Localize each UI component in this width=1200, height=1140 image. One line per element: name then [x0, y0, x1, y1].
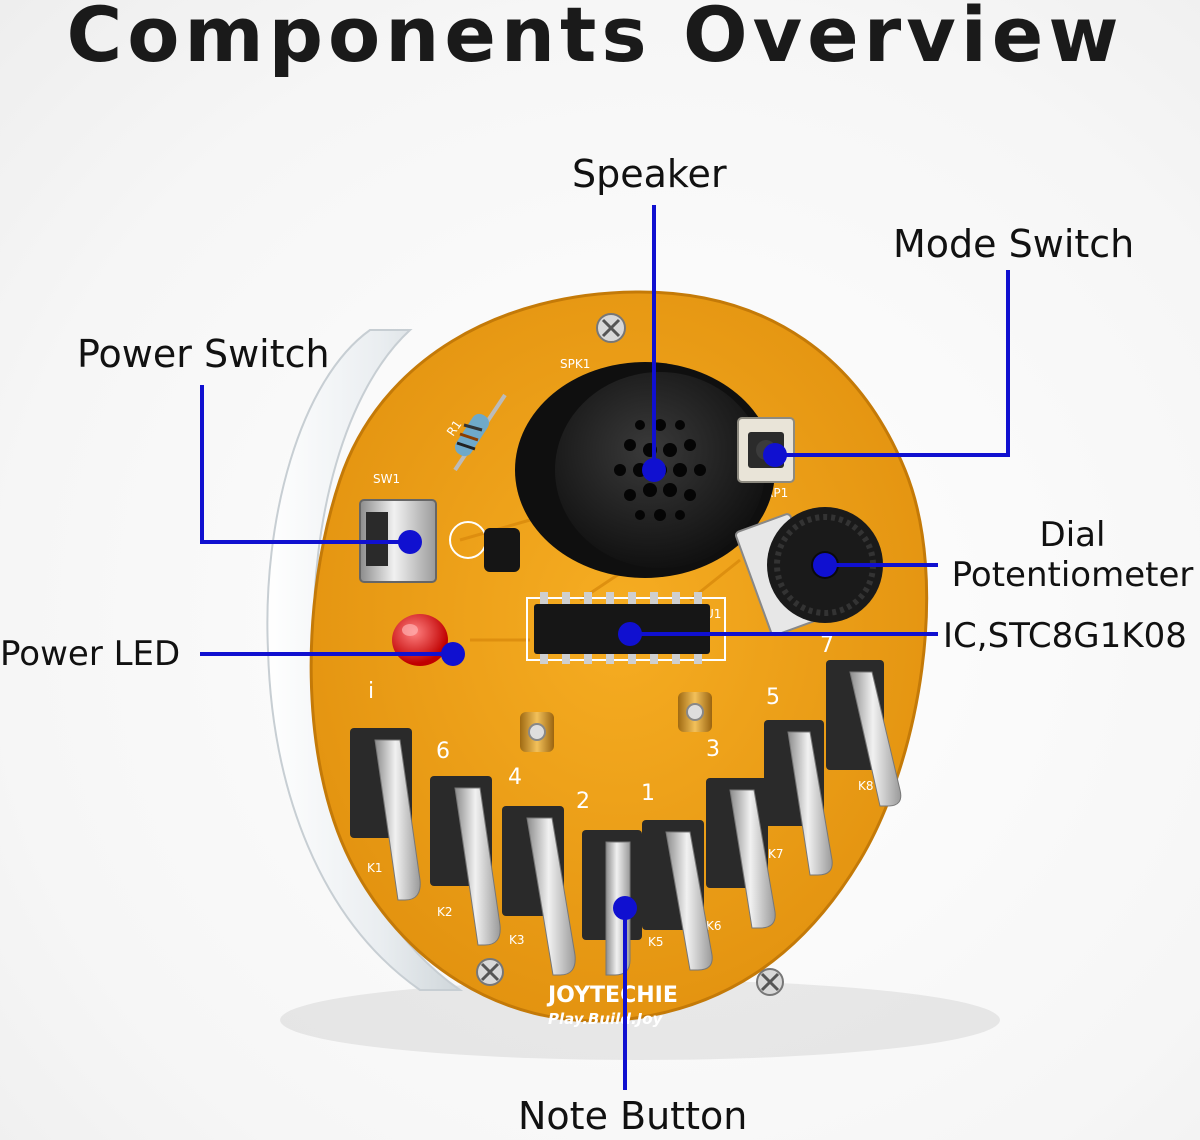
acrylic-plate [266, 329, 464, 991]
ic-pointer-dot [618, 622, 642, 646]
pcb-slogan: Play.Build.Joy [548, 1010, 664, 1028]
mode-switch-label: Mode Switch [893, 222, 1135, 266]
silk-key: K3 [509, 933, 525, 947]
note-digit: 6 [436, 739, 450, 764]
note-digit: 5 [766, 685, 780, 710]
power-switch-pointer-dot [398, 530, 422, 554]
silk-key: K6 [706, 919, 722, 933]
silk-key: K1 [367, 861, 383, 875]
screw-icon [756, 968, 784, 996]
note-button [642, 820, 713, 971]
note-digit: 3 [706, 737, 720, 762]
speaker-label: Speaker [572, 152, 727, 196]
brass-standoff [678, 692, 712, 732]
silk-sw1: SW1 [373, 472, 400, 486]
note-button [350, 728, 421, 901]
transistor-component [449, 521, 520, 572]
note-digit: i [368, 679, 374, 704]
mode-switch-pointer-line [775, 270, 1010, 457]
power-switch-label: Power Switch [77, 332, 330, 376]
dial-label-line2: Potentiometer [951, 555, 1194, 595]
brass-standoff [520, 712, 554, 752]
silk-key: K7 [768, 847, 784, 861]
note-button [826, 660, 902, 807]
callout-dots [398, 443, 837, 920]
callout-pointers [200, 205, 1010, 1090]
screw-icon [596, 313, 626, 343]
silk-key: K2 [437, 905, 453, 919]
note-button [706, 778, 776, 929]
power-led-pointer-dot [441, 642, 465, 666]
power-led-component [392, 614, 448, 666]
speaker-pointer-dot [642, 458, 666, 482]
ic-label: IC,STC8G1K08 [943, 616, 1187, 656]
power-switch-pointer-line [200, 385, 410, 544]
pcb-brand: JOYTECHIE [546, 983, 678, 1008]
note-button-label: Note Button [518, 1094, 748, 1138]
note-button [764, 720, 833, 876]
dial-potentiometer-label: Dial Potentiometer [950, 515, 1195, 595]
note-digit: 4 [508, 765, 522, 790]
note-digit: 7 [820, 633, 834, 658]
silk-key: K8 [858, 779, 874, 793]
power-led-label: Power LED [0, 634, 181, 674]
mode-switch-pointer-dot [763, 443, 787, 467]
silk-key: K5 [648, 935, 664, 949]
silk-spk1: SPK1 [560, 357, 590, 371]
note-button [430, 776, 501, 946]
board-shadow [280, 980, 1000, 1060]
note-digit: 2 [576, 789, 590, 814]
dial-label-line1: Dial [1039, 515, 1106, 555]
page-title: Components Overview [66, 0, 1124, 79]
note-button [502, 806, 576, 976]
note-button-pointer-dot [613, 896, 637, 920]
note-digit: 1 [641, 781, 655, 806]
screw-icon [476, 958, 504, 986]
dial-pointer-dot [813, 553, 837, 577]
resistor-r1 [453, 393, 507, 472]
